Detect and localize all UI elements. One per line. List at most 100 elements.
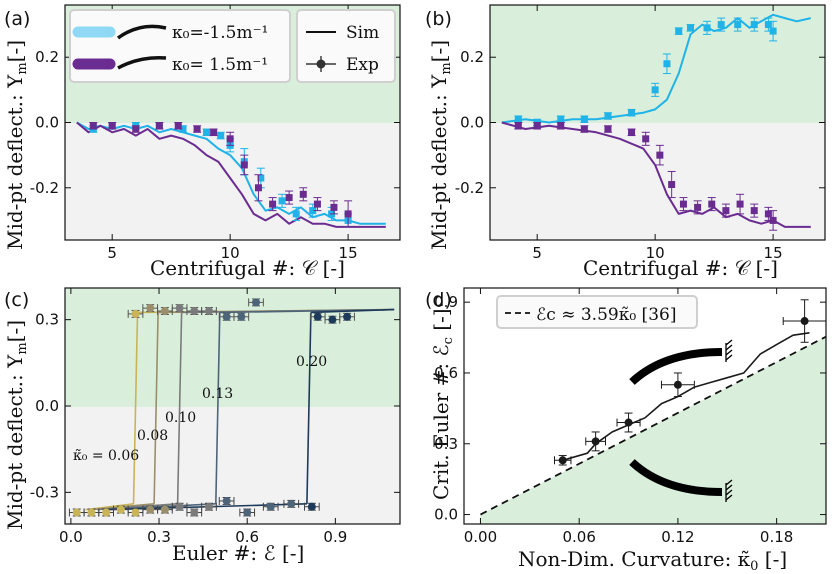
data-point — [257, 174, 265, 182]
y-axis-label: Crit. Euler #: ℰc [-] — [429, 308, 456, 500]
beam-sketch-lower-icon — [629, 459, 723, 496]
data-point — [210, 128, 218, 136]
data-point — [243, 508, 252, 517]
y-tick-label: 0.9 — [434, 293, 458, 311]
data-point — [72, 508, 81, 517]
data-point — [673, 380, 682, 389]
series-line — [501, 121, 811, 228]
annotation-k006: κ̃₀ = 0.06 — [73, 448, 139, 464]
data-point — [769, 216, 777, 224]
beam-sketch-upper-icon — [629, 348, 723, 385]
data-point — [675, 27, 683, 35]
clamp-lower-icon — [725, 479, 733, 502]
x-tick-label: 15 — [339, 244, 358, 262]
y-tick-label: 0.3 — [35, 311, 59, 329]
x-tick-label: 0.12 — [661, 528, 694, 546]
data-point — [687, 24, 695, 32]
data-point — [580, 115, 588, 123]
fit-line — [480, 335, 827, 516]
x-tick-label: 0.0 — [59, 528, 83, 546]
annotation-020: 0.20 — [296, 354, 327, 370]
legend: ℰc ≈ 3.59κ̃₀ [36] — [496, 295, 698, 329]
data-point — [132, 125, 140, 133]
x-axis-label: Centrifugal #: 𝒞 [-] — [583, 256, 778, 280]
data-point — [269, 200, 277, 208]
series-line — [76, 121, 386, 225]
data-point — [307, 502, 316, 511]
series-line — [176, 312, 183, 504]
data-point — [514, 115, 522, 123]
y-tick-label: -0.3 — [30, 483, 59, 501]
legend-exp-marker — [316, 59, 326, 69]
data-point — [299, 190, 307, 198]
data-point — [175, 304, 184, 313]
data-point — [179, 125, 187, 133]
data-point — [533, 122, 541, 130]
data-point — [624, 418, 633, 427]
data-point — [102, 508, 111, 517]
data-point — [131, 309, 140, 318]
x-tick-label: 15 — [764, 244, 783, 262]
series-line — [306, 312, 312, 504]
legend-curve-pos-icon — [117, 55, 167, 70]
series-line — [562, 332, 810, 462]
data-point — [628, 109, 636, 117]
x-tick-label: 10 — [221, 244, 240, 262]
data-point — [708, 200, 716, 208]
annotation-008: 0.08 — [137, 428, 168, 444]
stable-region-wedge — [480, 336, 826, 524]
x-tick-label: 10 — [646, 244, 665, 262]
series-line — [215, 312, 221, 504]
data-point — [285, 194, 293, 202]
data-point — [642, 135, 650, 143]
stable-region-positive — [65, 288, 400, 407]
data-point — [764, 21, 772, 29]
y-tick-label: 0.2 — [35, 48, 59, 66]
data-point — [734, 21, 742, 29]
data-point — [309, 207, 317, 215]
x-tick-label: 5 — [107, 244, 117, 262]
data-point — [651, 86, 659, 94]
data-point — [663, 60, 671, 68]
data-point — [557, 115, 565, 123]
data-point — [604, 125, 612, 133]
y-tick-label: 0.2 — [460, 48, 484, 66]
x-tick-label: 5 — [532, 244, 542, 262]
x-tick-label: 0.00 — [464, 528, 497, 546]
data-point — [175, 502, 184, 511]
y-tick-label: 0.3 — [434, 435, 458, 453]
axes-frame — [463, 287, 827, 525]
data-point — [514, 122, 522, 130]
y-tick-label: 0.0 — [35, 397, 59, 415]
data-point — [604, 112, 612, 120]
data-point — [155, 122, 163, 130]
stable-region-negative — [65, 407, 400, 524]
data-point — [204, 502, 213, 511]
data-point — [237, 312, 246, 321]
y-tick-label: -0.2 — [30, 179, 59, 197]
legend-curve-neg-icon — [116, 24, 167, 40]
data-point — [174, 122, 182, 130]
data-point — [160, 307, 169, 316]
series-line — [132, 312, 139, 504]
legend-sim-label: Sim — [346, 23, 379, 43]
data-point — [203, 128, 211, 136]
data-point — [656, 151, 664, 159]
panel-label-d: (d) — [425, 289, 452, 311]
data-point — [580, 125, 588, 133]
data-point — [160, 505, 169, 514]
data-point — [222, 496, 231, 505]
data-point — [313, 200, 321, 208]
legend-exp-label: Exp — [346, 55, 379, 75]
data-point — [764, 210, 772, 218]
data-point — [679, 200, 687, 208]
clamp-upper-icon — [725, 339, 733, 362]
series-line — [76, 121, 386, 228]
panel-label-b: (b) — [425, 8, 452, 30]
data-point — [190, 307, 199, 316]
y-axis-label: Mid-pt deflect.: Ym[-] — [427, 40, 454, 250]
